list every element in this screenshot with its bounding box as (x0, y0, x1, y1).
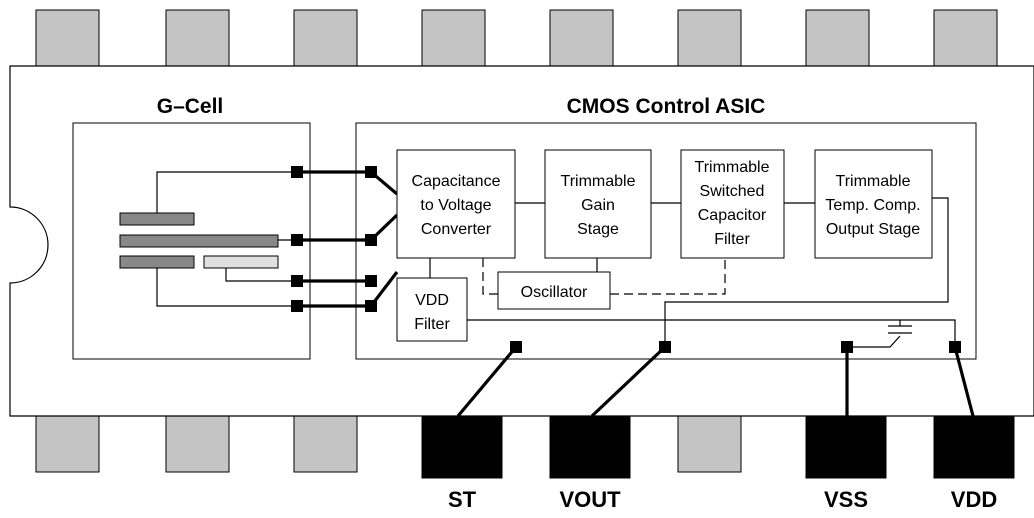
output-label-2: Temp. Comp. (825, 197, 920, 214)
vdd-filter-label-1: VDD (415, 292, 449, 309)
asic-title: CMOS Control ASIC (567, 95, 766, 118)
gcell-wires (156, 171, 297, 307)
pad-gcell-3 (291, 275, 303, 287)
pin-vdd (933, 415, 1015, 479)
bottom-pin-1 (35, 415, 100, 473)
plate-bottom-ref (203, 255, 279, 269)
pad-gcell-1 (291, 166, 303, 178)
pad-asic-4 (365, 300, 377, 312)
pin-label-vdd: VDD (951, 487, 997, 512)
block-cv-converter (396, 149, 516, 259)
block-labels: Capacitance to Voltage Converter Trimmab… (412, 159, 921, 333)
bottom-pin-3 (293, 415, 358, 473)
output-label-1: Trimmable (836, 173, 911, 190)
asic-wires (429, 197, 956, 348)
pin-vss (805, 415, 887, 479)
filter-label-4: Filter (714, 231, 750, 248)
pad-gcell-2 (291, 234, 303, 246)
top-pin-5 (549, 9, 614, 67)
top-pins (35, 9, 998, 67)
pad-asic-1 (365, 166, 377, 178)
gain-label-2: Gain (581, 197, 615, 214)
pad-st (510, 341, 522, 353)
block-output-stage (814, 149, 933, 259)
plate-middle (119, 234, 279, 248)
top-pin-6 (677, 9, 742, 67)
oscillator-label: Oscillator (521, 284, 588, 301)
pin-label-vout: VOUT (559, 487, 621, 512)
bottom-pins (35, 415, 1015, 479)
gain-label-3: Stage (577, 221, 619, 238)
plate-top (119, 212, 195, 226)
cv-label-3: Converter (421, 221, 492, 238)
plate-bottom (119, 255, 195, 269)
gcell-title: G–Cell (157, 95, 224, 118)
pad-asic-3 (365, 275, 377, 287)
top-pin-7 (805, 9, 870, 67)
pin-vout (549, 415, 631, 479)
bottom-pin-6 (677, 415, 742, 473)
block-gain-stage (544, 149, 652, 259)
top-pin-3 (293, 9, 358, 67)
dashed-wires (482, 258, 726, 295)
pad-gcell-4 (291, 300, 303, 312)
top-pin-8 (933, 9, 998, 67)
pad-asic-2 (365, 234, 377, 246)
pin-label-vss: VSS (824, 487, 868, 512)
top-pin-1 (35, 9, 100, 67)
block-vdd-filter (396, 277, 468, 342)
vdd-filter-label-2: Filter (414, 316, 450, 333)
pin-labels: ST VOUT VSS VDD (448, 487, 997, 512)
filter-label-3: Capacitor (698, 207, 767, 224)
top-pin-4 (421, 9, 486, 67)
filter-label-2: Switched (700, 183, 765, 200)
block-oscillator (497, 271, 611, 310)
function-blocks (396, 149, 933, 342)
output-label-3: Output Stage (826, 221, 920, 238)
cv-label-1: Capacitance (412, 173, 501, 190)
block-sc-filter (680, 149, 785, 259)
gain-label-1: Trimmable (561, 173, 636, 190)
top-pin-2 (165, 9, 230, 67)
bond-pads (291, 166, 961, 353)
pin-st (421, 415, 503, 479)
cv-label-2: to Voltage (420, 197, 491, 214)
bottom-pin-2 (165, 415, 230, 473)
pin-label-st: ST (448, 487, 477, 512)
filter-label-1: Trimmable (695, 159, 770, 176)
